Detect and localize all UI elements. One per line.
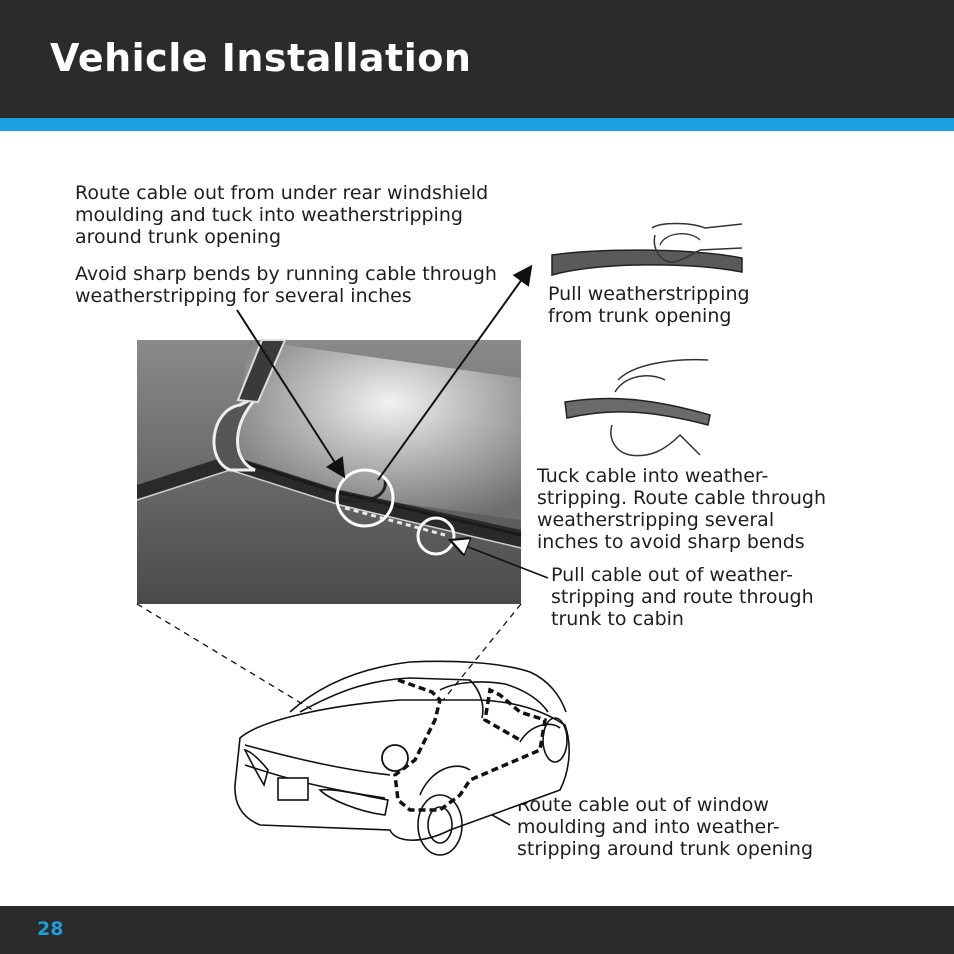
caption-tuck-cable: Tuck cable into weather- stripping. Rout…	[537, 465, 827, 553]
caption-avoid-sharp-bends: Avoid sharp bends by running cable throu…	[75, 263, 497, 307]
caption-route-rear-windshield: Route cable out from under rear windshie…	[75, 182, 489, 248]
accent-bar	[0, 118, 954, 131]
closeup-trunk-panel	[136, 339, 522, 604]
hand-tuck-cable-icon	[564, 358, 711, 457]
hand-pull-weatherstripping-icon	[551, 222, 743, 276]
header-bar: Vehicle Installation	[0, 0, 954, 118]
cable-route-path	[393, 678, 547, 812]
caption-pull-cable-out: Pull cable out of weather- stripping and…	[551, 564, 814, 630]
footer-bar	[0, 906, 954, 954]
caption-pull-weatherstripping: Pull weatherstripping from trunk opening	[548, 283, 750, 327]
caption-route-window-moulding: Route cable out of window moulding and i…	[517, 794, 814, 860]
car-illustration	[234, 660, 570, 856]
page-number: 28	[37, 918, 64, 940]
page-title: Vehicle Installation	[50, 36, 472, 80]
